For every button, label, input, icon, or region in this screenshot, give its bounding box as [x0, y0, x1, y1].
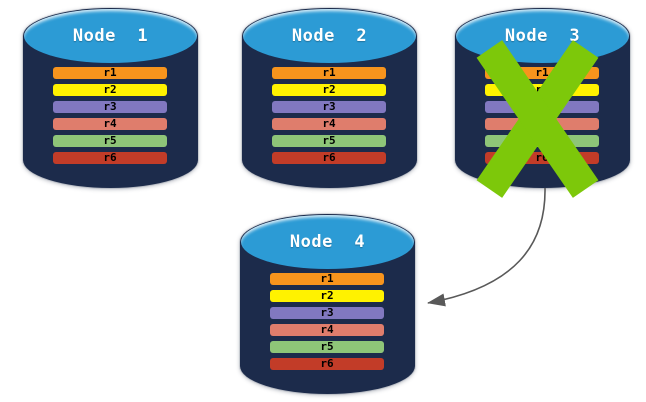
replica-bar-r5: r5	[270, 341, 384, 353]
node-4-title: Node 4	[289, 231, 366, 252]
replica-bar-r6: r6	[53, 152, 167, 164]
node-3-title: Node 3	[504, 25, 581, 46]
node-4-cylinder-top: Node 4	[241, 215, 414, 269]
replica-bar-r5: r5	[53, 135, 167, 147]
replica-bar-r2: r2	[270, 290, 384, 302]
node-1: Node 1 r1 r2 r3 r4 r5 r6	[23, 8, 198, 188]
replica-bar-r1: r1	[270, 273, 384, 285]
replica-bar-r1: r1	[53, 67, 167, 79]
node-4-replica-list: r1 r2 r3 r4 r5 r6	[270, 273, 384, 370]
node-2-replica-list: r1 r2 r3 r4 r5 r6	[272, 67, 386, 164]
replica-bar-r4: r4	[53, 118, 167, 130]
replica-bar-r5: r5	[272, 135, 386, 147]
replica-bar-r3: r3	[53, 101, 167, 113]
node-4: Node 4 r1 r2 r3 r4 r5 r6	[240, 214, 415, 394]
replica-bar-r2: r2	[53, 84, 167, 96]
replica-bar-r6: r6	[272, 152, 386, 164]
replica-bar-r1: r1	[272, 67, 386, 79]
replica-bar-r2: r2	[272, 84, 386, 96]
replica-bar-r6: r6	[270, 358, 384, 370]
node-1-title: Node 1	[72, 25, 149, 46]
replica-bar-r3: r3	[272, 101, 386, 113]
replica-bar-r3: r3	[270, 307, 384, 319]
node-2-cylinder-top: Node 2	[243, 9, 416, 63]
node-1-replica-list: r1 r2 r3 r4 r5 r6	[53, 67, 167, 164]
node-1-cylinder-top: Node 1	[24, 9, 197, 63]
replica-bar-r4: r4	[270, 324, 384, 336]
replica-bar-r4: r4	[272, 118, 386, 130]
node-2: Node 2 r1 r2 r3 r4 r5 r6	[242, 8, 417, 188]
node-2-title: Node 2	[291, 25, 368, 46]
